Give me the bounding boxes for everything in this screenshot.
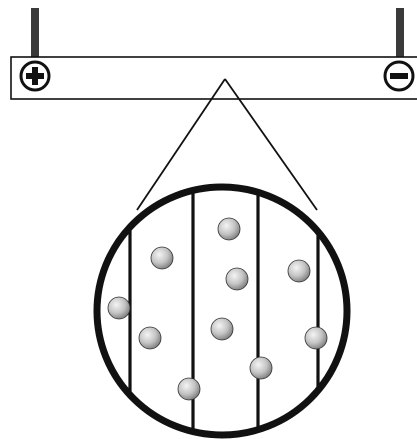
negative-terminal [385,62,413,90]
particle [211,318,233,340]
particle [108,297,130,319]
particle [305,327,327,349]
gel-bar [11,57,417,99]
positive-terminal [21,62,49,90]
particle [139,327,161,349]
particle [178,378,200,400]
particle [250,357,272,379]
particle [151,247,173,269]
particle [288,260,310,282]
particle [218,218,240,240]
magnified-view [97,150,347,439]
particle [226,268,248,290]
